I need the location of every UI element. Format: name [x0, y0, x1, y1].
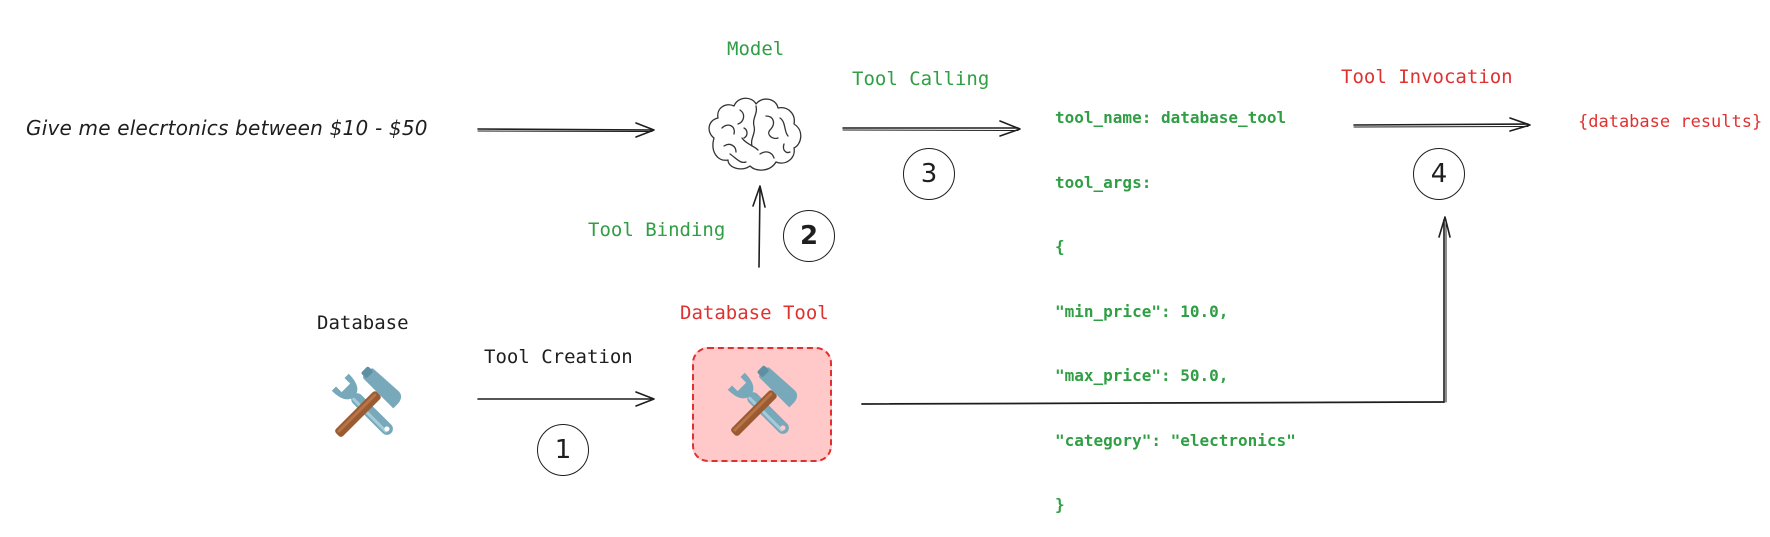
- database-tool-label: Database Tool: [680, 302, 829, 324]
- step-1-badge: 1: [537, 424, 589, 476]
- user-query-text: Give me elecrtonics between $10 - $50: [26, 116, 428, 140]
- tool-call-line: "min_price": 10.0,: [1055, 301, 1229, 321]
- tool-call-line: {: [1055, 237, 1065, 256]
- hammer-and-wrench-icon: [320, 362, 410, 452]
- model-label: Model: [727, 38, 785, 60]
- tool-call-code: tool_name: database_tool tool_args: { "m…: [1055, 64, 1296, 537]
- tool-call-line: "max_price": 50.0,: [1055, 366, 1229, 385]
- brain-icon: [700, 88, 810, 178]
- step-3-badge: 3: [903, 148, 955, 200]
- arrow-query-to-model: [477, 122, 655, 138]
- tool-call-line: }: [1055, 495, 1065, 514]
- step-2-label: Tool Binding: [588, 219, 726, 241]
- step-1-label: Tool Creation: [484, 346, 633, 368]
- step-4-label: Tool Invocation: [1341, 66, 1513, 88]
- step-4-badge: 4: [1413, 148, 1465, 200]
- arrow-database-to-tool: [477, 391, 655, 407]
- step-3-label: Tool Calling: [852, 68, 990, 90]
- arrow-invocation-to-results: [1353, 117, 1531, 132]
- tool-call-line: tool_name: database_tool: [1055, 108, 1287, 127]
- arrow-tool-to-model: [752, 185, 766, 268]
- database-results-text: {database results}: [1578, 112, 1763, 132]
- hammer-and-wrench-icon: [716, 361, 806, 451]
- tool-call-line: "category": "electronics": [1055, 430, 1296, 450]
- database-label: Database: [317, 312, 409, 334]
- tool-call-line: tool_args:: [1055, 172, 1152, 192]
- step-2-badge: 2: [783, 210, 835, 262]
- arrow-model-to-tool-call: [842, 120, 1021, 137]
